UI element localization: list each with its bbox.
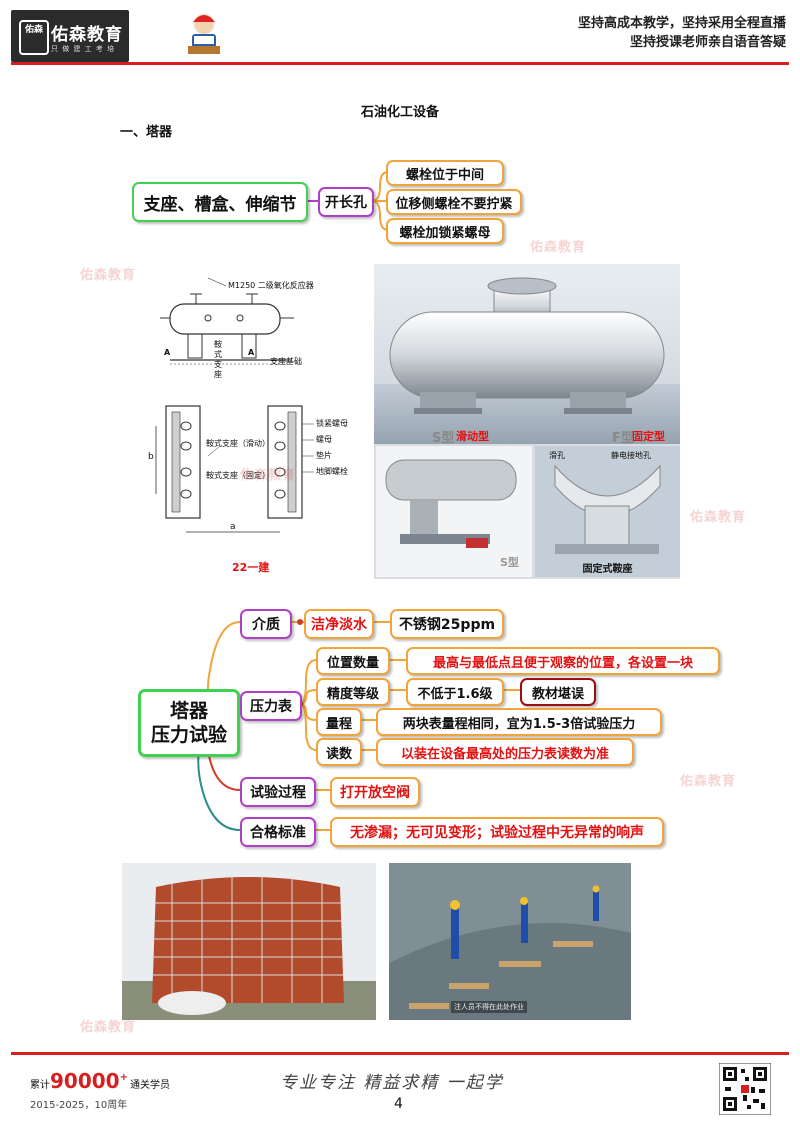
hole-label-1: 滑孔 [549,451,565,460]
watermark-logo: 佑森教育 [80,1020,137,1035]
branch-pressure-gauge: 压力表 [240,691,302,721]
footer-plus: + [119,1072,128,1083]
gauge-row-value: 以装在设备最高处的压力表读数为准 [376,738,634,766]
drawing-label-slide: 鞍式支座（滑动） [206,439,270,448]
slogan-line-2: 坚持授课老师亲自语音答疑 [629,35,786,50]
standard-value: 无渗漏；无可见变形；试验过程中无异常的响声 [330,817,664,847]
watermark-logo: 佑森教育 [240,468,297,483]
saddle-closeup-icon [376,446,532,577]
gauge-row-note: 教材堪误 [520,678,596,706]
tank-interior-icon [389,863,631,1020]
mindmap1-connectors [306,171,389,231]
logo-seal: 佑森 [19,20,49,55]
mindmap1-leaf: 位移侧螺栓不要拧紧 [386,189,522,215]
mindmap1-leaf: 螺栓位于中间 [386,160,504,186]
saddle-support-drawing: M1250 二级氧化反应器 鞍式支座 支座基础 A A 鞍式支座（滑动） 鞍式支… [148,266,360,578]
s-type-label: S型 [432,431,455,446]
mindmap2-root-line1: 塔器 [169,700,208,722]
gauge-row-value: 两块表量程相同，宜为1.5-3倍试验压力 [376,708,662,736]
footer-signature: 专业专注 精益求精 一起学 [280,1073,504,1093]
drawing-legend-item: 垫片 [316,451,332,460]
f-type-text: 固定型 [632,430,665,443]
drawing-label-vessel: M1250 二级氧化反应器 [228,281,314,290]
watermark-logo: 佑森教育 [80,268,137,283]
footer-student-count: 90000 [50,1069,120,1093]
mindmap1-leaf: 螺栓加锁紧螺母 [386,218,504,244]
interior-photo-caption: 注人员不得在此处作业 [451,1001,527,1013]
drawing-dim-a: a [230,522,236,532]
drawing-dim-b: b [148,452,154,462]
footer-years: 2015-2025，10周年 [30,1100,128,1111]
slogan-line-1: 坚持高成本教学，坚持采用全程直播 [577,16,786,31]
footer-divider [11,1052,789,1055]
footer-stats: 累计 90000 + 通关学员 2015-2025，10周年 [30,1069,170,1111]
footer-prefix: 累计 [30,1080,50,1091]
logo-brand-text: 佑森教育 [51,25,123,45]
header-slogan: 坚持高成本教学，坚持采用全程直播 坚持授课老师亲自语音答疑 [578,14,786,52]
watermark-logo: 佑森教育 [530,240,587,255]
s-saddle-closeup: S型 [376,446,532,577]
mindmap2-root-line2: 压力试验 [150,724,227,746]
medium-value: 洁净淡水 [304,609,374,639]
brand-logo: 佑森 佑森教育 只 做 建 工 考 培 [11,10,129,62]
drawing-lines [155,277,314,533]
hole-label-2: 静电接地孔 [611,451,651,460]
drawing-label-support: 鞍式支座 [214,340,222,379]
horizontal-tank-icon [374,277,680,444]
header-divider [11,62,789,65]
tank-photo-collage: S型 滑动型 F型 固定型 S型 滑孔 静电接地孔 固定式鞍座 [374,264,680,579]
gauge-row-label: 精度等级 [316,678,390,706]
gauge-row-label: 量程 [316,708,362,736]
footer-suffix: 通关学员 [129,1080,170,1091]
logo-tagline: 只 做 建 工 考 培 [51,45,116,53]
small-s-label: S型 [500,556,519,569]
gauge-row-value: 不低于1.6级 [406,678,504,706]
scaffold-tower-icon [122,863,376,1020]
drawing-legend-item: 锁紧螺母 [316,419,348,428]
mindmap1-root: 支座、槽盒、伸缩节 [132,182,308,222]
mascot-icon [188,14,220,54]
fixed-saddle-photo: 滑孔 静电接地孔 固定式鞍座 [535,446,680,577]
qr-code-icon[interactable] [719,1063,771,1115]
f-type-label: F型 [612,431,634,446]
mindmap2-root: 塔器 压力试验 [138,689,240,757]
drawing-legend-item: 螺母 [316,435,332,444]
drawing-marker-a: A [248,348,255,357]
fixed-saddle-icon [535,446,680,577]
saddle-caption: 固定式鞍座 [582,564,633,575]
drawing-caption: 22一建 [232,561,270,574]
tank-interior-photo: 注人员不得在此处作业 [389,863,631,1020]
branch-medium: 介质 [240,609,292,639]
drawing-label-fixed: 鞍式支座（固定） [206,471,270,480]
drawing-marker-a: A [164,348,171,357]
gauge-row-label: 位置数量 [316,647,390,675]
mindmap1-node-slot: 开长孔 [318,187,374,217]
watermark-logo: 佑森教育 [690,510,747,525]
gauge-row-value: 最高与最低点且便于观察的位置，各设置一块 [406,647,720,675]
page-number: 4 [394,1096,403,1112]
tank-3d-render: S型 滑动型 F型 固定型 [374,264,680,446]
scaffold-tank-photo [122,863,376,1020]
medium-detail: 不锈钢25ppm [390,609,504,639]
branch-pass-standard: 合格标准 [240,817,316,847]
branch-test-process: 试验过程 [240,777,316,807]
s-type-text: 滑动型 [456,430,489,443]
section-title: 一、塔器 [120,125,173,140]
watermark-logo: 佑森教育 [680,774,737,789]
drawing-legend-item: 地脚螺栓 [316,467,348,476]
page-title: 石油化工设备 [360,105,439,120]
drawing-label-base: 支座基础 [270,357,302,366]
process-value: 打开放空阀 [330,777,420,807]
gauge-row-label: 读数 [316,738,362,766]
